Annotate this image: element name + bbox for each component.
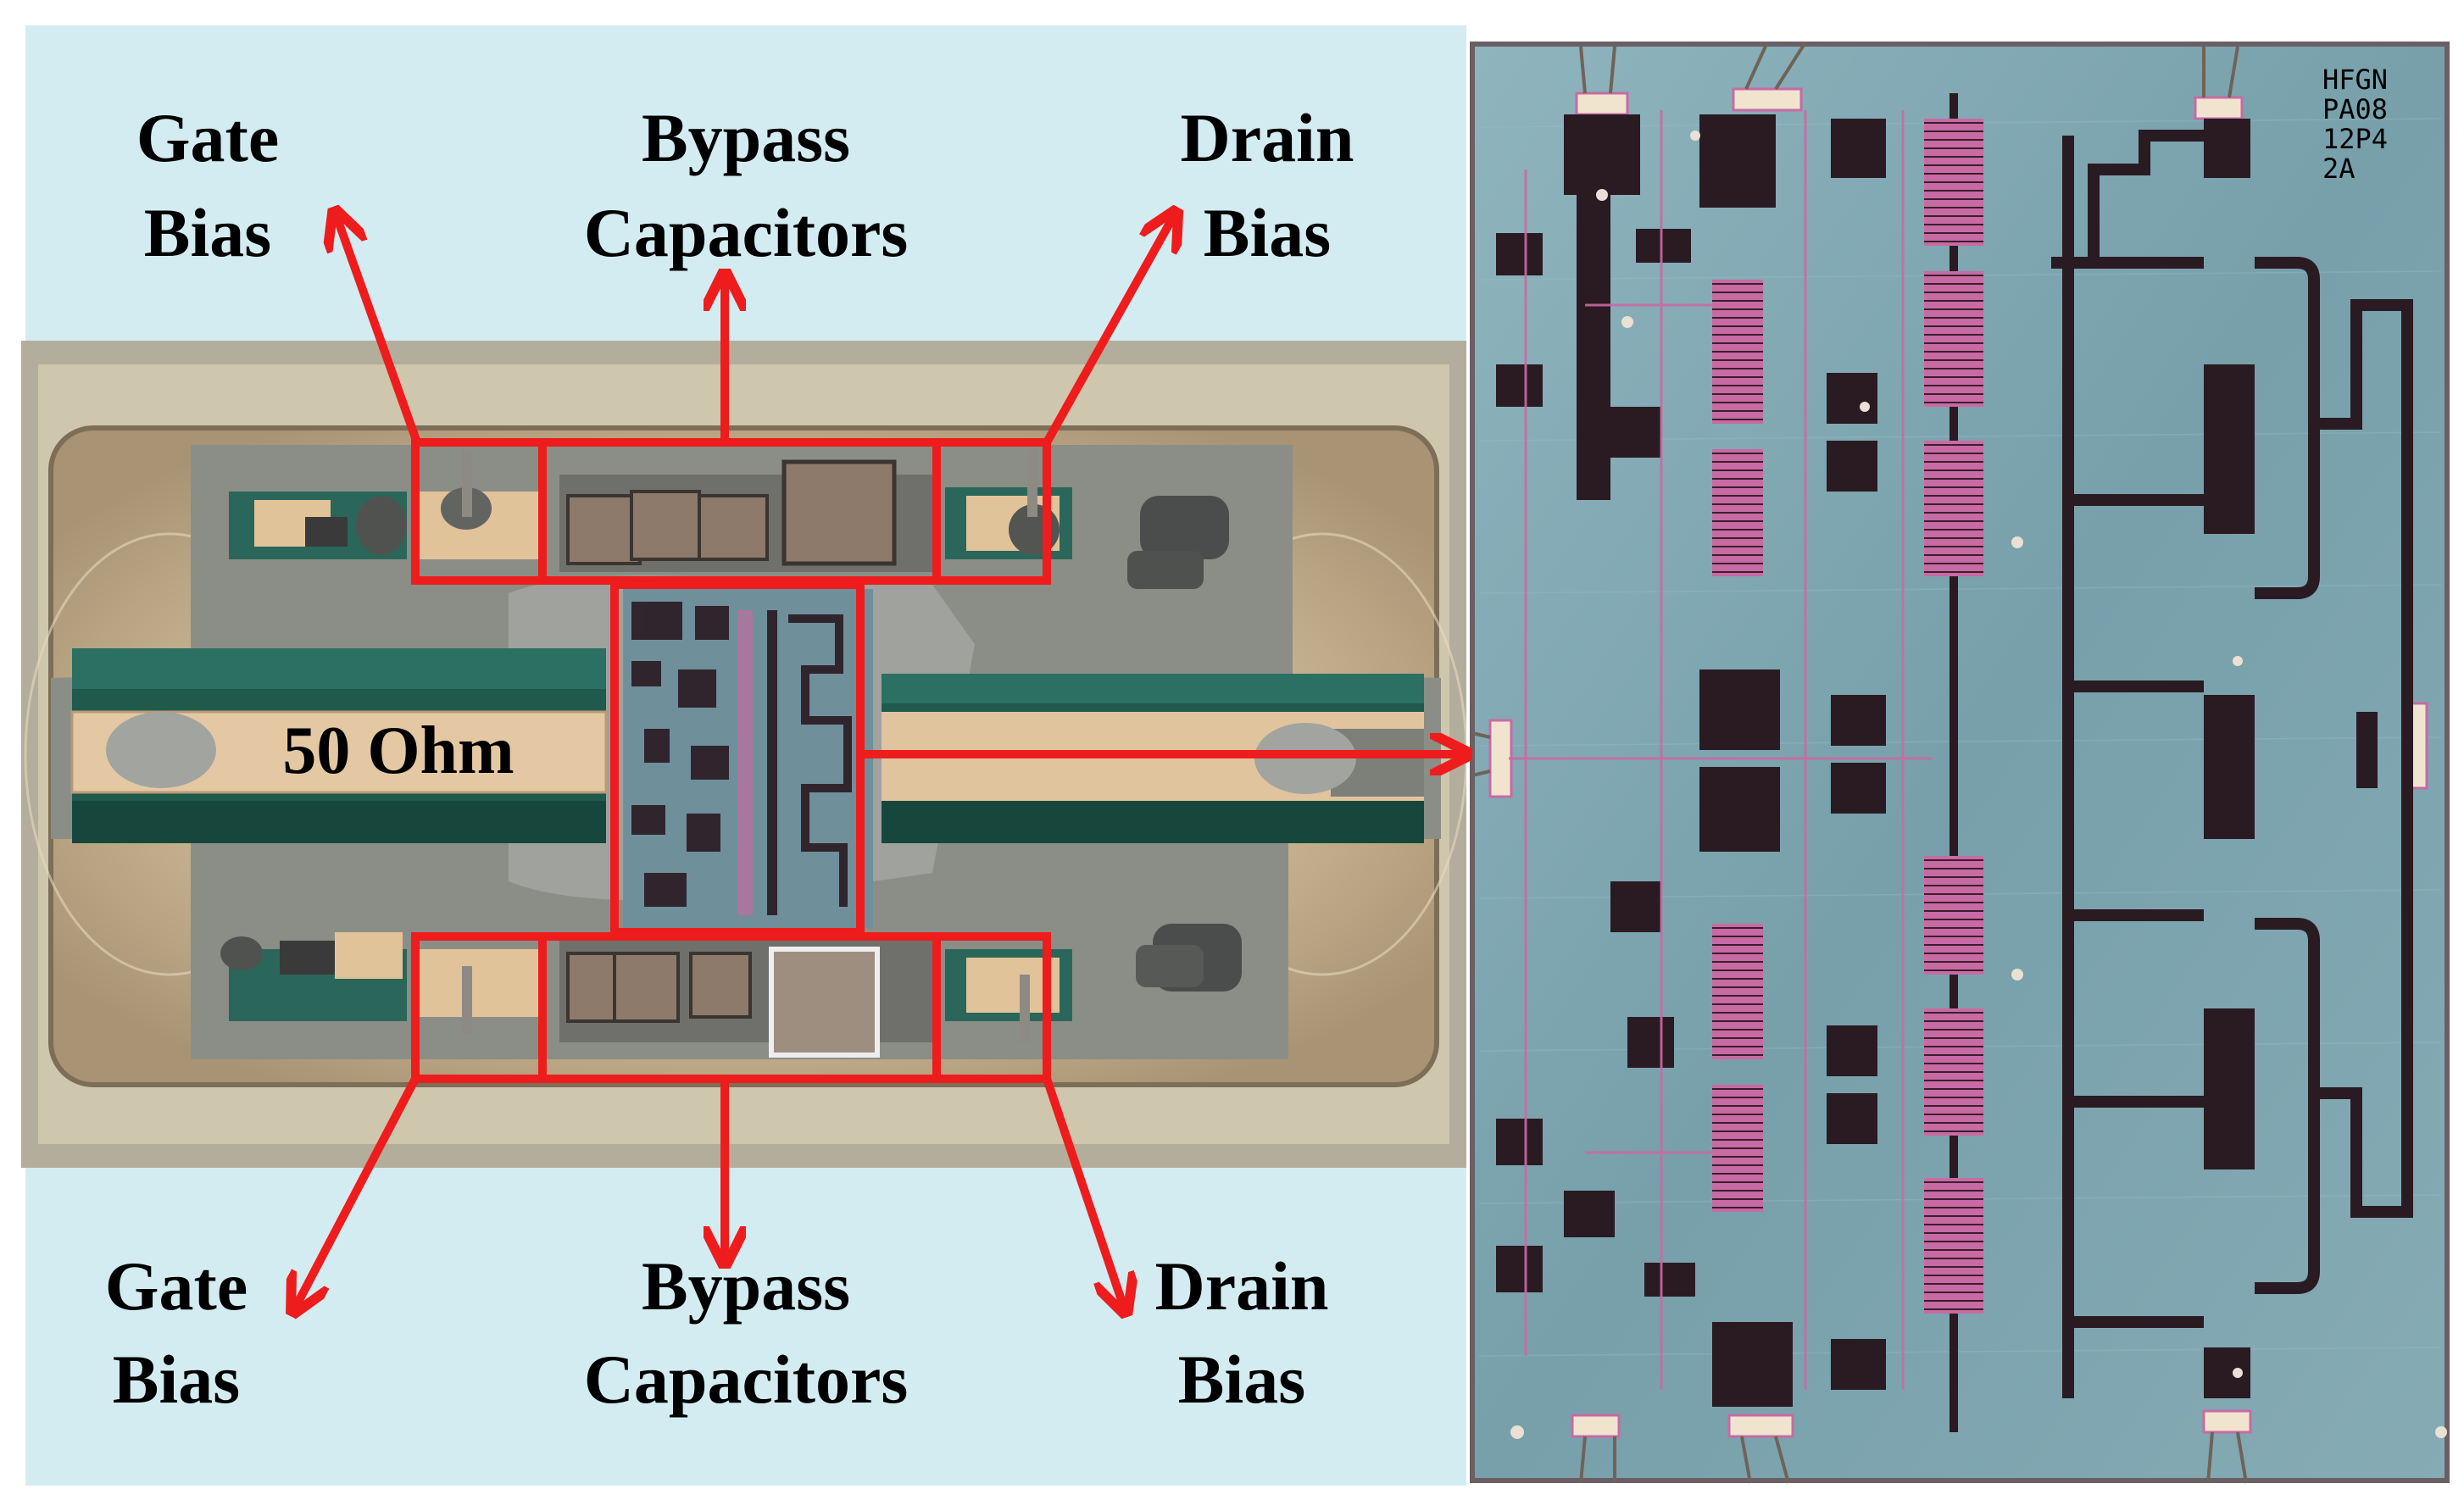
arrow-top-drain-bias	[1043, 219, 1172, 447]
transistor-array-right	[1924, 119, 1983, 1314]
annotation-boxes	[411, 438, 1051, 1083]
label-bottom-gate-line2: Bias	[113, 1341, 240, 1418]
arrow-bottom-gate-bias	[297, 1075, 420, 1305]
label-top-bypass-line1: Bypass	[642, 99, 850, 176]
label-50-ohm: 50 Ohm	[282, 714, 514, 788]
arrow-top-gate-bias	[337, 219, 421, 447]
label-top-gate-line2: Bias	[144, 194, 271, 271]
label-bottom-bypass-line1: Bypass	[642, 1247, 850, 1325]
die-marking: HFGN PA08 12P4 2A	[2322, 64, 2388, 185]
box-bottom-drain-bias	[932, 932, 1051, 1083]
die-marking-line3: 12P4	[2322, 123, 2388, 155]
label-top-gate-line1: Gate	[136, 99, 279, 176]
labels: Gate Bias Bypass Capacitors Drain Bias G…	[105, 99, 1354, 1418]
arrow-bottom-drain-bias	[1043, 1075, 1123, 1305]
die-marking-line4: 2A	[2322, 153, 2356, 185]
label-top-drain-line1: Drain	[1181, 99, 1354, 176]
label-bottom-gate-line1: Gate	[105, 1247, 248, 1325]
annotation-arrows	[297, 219, 1460, 1305]
label-top-drain-line2: Bias	[1204, 194, 1331, 271]
die-marking-line1: HFGN	[2322, 64, 2388, 96]
box-top-drain-bias	[932, 438, 1051, 585]
transistor-array-left	[1712, 280, 1763, 1212]
label-top-bypass-line2: Capacitors	[584, 194, 909, 271]
label-bottom-drain-line2: Bias	[1178, 1341, 1305, 1418]
label-bottom-drain-line1: Drain	[1155, 1247, 1329, 1325]
die-micrograph: HFGN PA08 12P4 2A	[1466, 38, 2450, 1484]
die-marking-line2: PA08	[2322, 93, 2388, 125]
label-bottom-bypass-line2: Capacitors	[584, 1341, 909, 1418]
